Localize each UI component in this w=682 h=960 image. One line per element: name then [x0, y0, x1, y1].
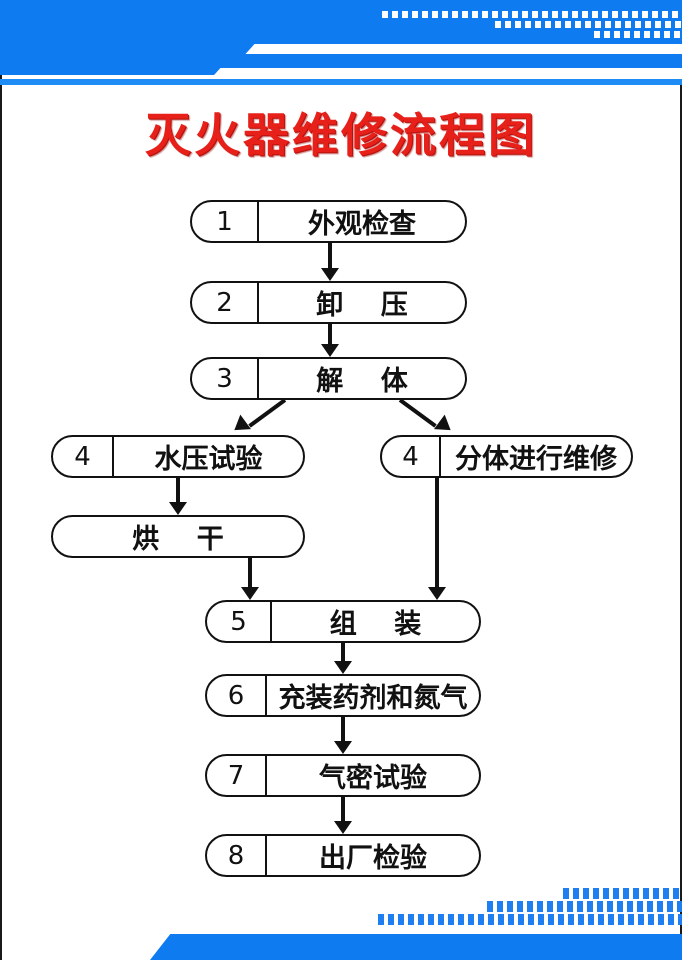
flow-node-label: 解 体: [316, 366, 408, 397]
flow-node-label: 气密试验: [319, 763, 427, 794]
edge-n3-n4b-arrowhead: [434, 414, 456, 438]
edge-ndry-n5-arrowhead: [241, 587, 259, 600]
flow-node-number: 4: [53, 437, 114, 476]
edge-n4a-ndry-arrowhead: [169, 502, 187, 515]
edge-n4a-ndry-line: [176, 478, 180, 504]
flow-node-label: 烘 干: [132, 524, 224, 555]
edge-ndry-n5-line: [248, 558, 252, 589]
flow-node-number: 7: [207, 756, 267, 795]
frame-left-border: [0, 0, 2, 960]
edge-n5-n6-arrowhead: [334, 661, 352, 674]
flow-node-label: 水压试验: [154, 444, 263, 475]
edge-n4b-n5-arrowhead: [428, 587, 446, 600]
edge-n7-n8-arrowhead: [334, 821, 352, 834]
edge-n4b-n5-line: [435, 478, 439, 589]
edge-n2-n3-arrowhead: [321, 344, 339, 357]
flow-node-label: 分体进行维修: [455, 444, 617, 475]
flow-node-number: 4: [382, 437, 441, 476]
edge-n5-n6-line: [341, 643, 345, 663]
edge-n1-n2-arrowhead: [321, 268, 339, 281]
header-accent-stripe: [0, 79, 682, 85]
flow-node-label: 卸 压: [316, 290, 408, 321]
flow-node-n3: 3 解 体: [190, 357, 467, 400]
flow-node-n2: 2 卸 压: [190, 281, 467, 324]
flow-node-n1: 1 外观检查: [190, 200, 467, 243]
flow-node-label: 外观检查: [308, 209, 416, 240]
edge-n1-n2-line: [328, 243, 332, 270]
flow-node-n4b: 4 分体进行维修: [380, 435, 633, 478]
edge-n2-n3-line: [328, 324, 332, 346]
edge-n6-n7-arrowhead: [334, 741, 352, 754]
flow-node-number: 2: [192, 283, 259, 322]
flow-node-ndry: 烘 干: [51, 515, 305, 558]
footer-band-shape: [150, 934, 682, 960]
flow-node-n8: 8 出厂检验: [205, 834, 481, 877]
flow-node-label: 组 装: [329, 609, 422, 640]
flow-node-number: 5: [207, 602, 272, 641]
flow-node-number: 8: [207, 836, 267, 875]
flow-node-number: 1: [192, 202, 259, 241]
edge-n3-n4b-line: [398, 398, 437, 428]
flow-node-label: 出厂检验: [319, 843, 427, 874]
flow-node-n7: 7 气密试验: [205, 754, 481, 797]
edge-n7-n8-line: [341, 797, 345, 823]
flow-node-label: 充装药剂和氮气: [278, 683, 468, 714]
flow-node-number: 3: [192, 359, 259, 398]
page-title: 灭火器维修流程图: [145, 108, 537, 162]
edge-n6-n7-line: [341, 717, 345, 743]
flow-node-n5: 5 组 装: [205, 600, 481, 643]
frame-right-border: [680, 0, 682, 960]
edge-n3-n4a-arrowhead: [229, 414, 251, 438]
flow-node-n6: 6 充装药剂和氮气: [205, 674, 481, 717]
flow-node-n4a: 4 水压试验: [51, 435, 305, 478]
flow-node-number: 6: [207, 676, 267, 715]
footer-blue-band: [0, 926, 682, 960]
edge-n3-n4a-line: [248, 398, 287, 428]
